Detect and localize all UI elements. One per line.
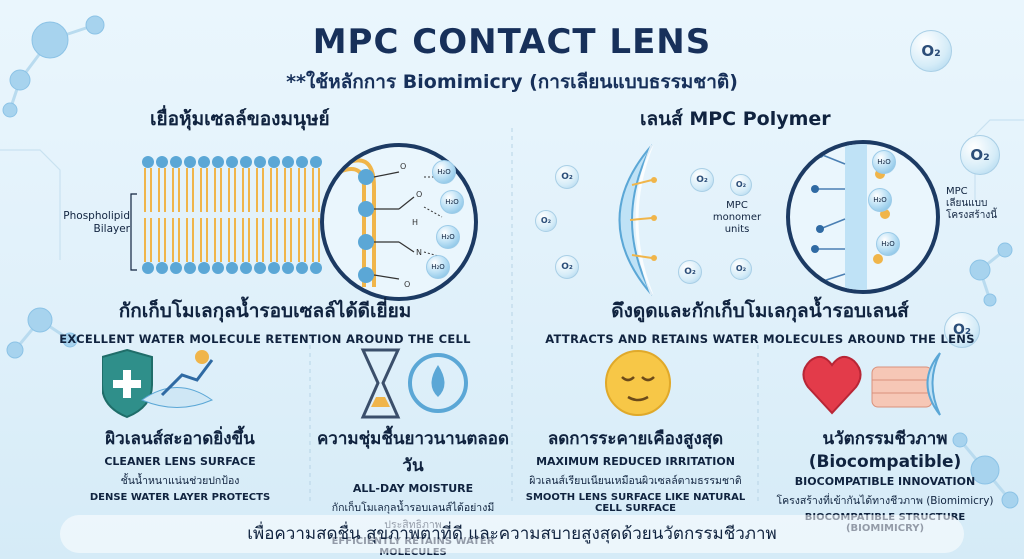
benefit-text: ผิวเลนส์สะอาดยิ่งขึ้น CLEANER LENS SURFA…	[60, 425, 300, 503]
polymer-surface-diagram	[811, 144, 890, 290]
lipid-head	[310, 156, 322, 168]
label-line: MPC	[726, 200, 748, 211]
right-caption-en: ATTRACTS AND RETAINS WATER MOLECULES ARO…	[545, 332, 975, 346]
lipid-head	[156, 156, 168, 168]
left-heading: เยื่อหุ้มเซลล์ของมนุษย์	[150, 108, 330, 130]
svg-text:O: O	[404, 280, 410, 289]
lipid-head	[282, 262, 294, 274]
benefit-title-en: CLEANER LENS SURFACE	[104, 455, 256, 468]
svg-text:N: N	[416, 248, 422, 257]
hourglass-water-icon	[360, 348, 468, 419]
lipid-head	[184, 156, 196, 168]
lipid-head	[184, 262, 196, 274]
lipid-head	[268, 262, 280, 274]
lipid-head	[310, 262, 322, 274]
lipid-head	[170, 156, 182, 168]
lipid-head	[170, 262, 182, 274]
water-molecule: H₂O	[876, 232, 900, 256]
label-line: Bilayer	[93, 223, 130, 235]
lipid-head	[226, 156, 238, 168]
lipid-head	[212, 262, 224, 274]
phospholipid-label: Phospholipid Bilayer	[40, 210, 130, 236]
o2-molecule: O₂	[730, 258, 752, 280]
contact-lens-illustration	[618, 144, 657, 296]
lipid-head	[254, 262, 266, 274]
benefit-text: ลดการระคายเคืองสูงสุด MAXIMUM REDUCED IR…	[518, 425, 753, 514]
lipid-head	[296, 156, 308, 168]
benefit-title-th: ความชุ่มชื้นยาวนานตลอดวัน	[316, 429, 510, 476]
o2-bubble: O₂	[910, 30, 952, 72]
o2-molecule: O₂	[555, 255, 579, 279]
label-line: MPC	[946, 186, 968, 197]
o2-bubble: O₂	[944, 312, 980, 348]
water-molecule: H₂O	[432, 160, 456, 184]
benefit-desc-th: ผิวเลนส์เรียบเนียนเหมือนผิวเซลล์ตามธรรมช…	[529, 475, 742, 487]
lipid-head	[142, 262, 154, 274]
left-caption-en: EXCELLENT WATER MOLECULE RETENTION AROUN…	[59, 332, 471, 346]
lipid-head	[268, 156, 280, 168]
lipid-head	[212, 156, 224, 168]
water-molecule: H₂O	[426, 255, 450, 279]
o2-molecule: O₂	[678, 260, 702, 284]
benefit-title-th: นวัตกรรมชีวภาพ (Biocompatible)	[808, 429, 962, 472]
benefit-desc-th: ชั้นน้ำหนาแน่นช่วยปกป้อง	[120, 475, 240, 487]
water-molecule: H₂O	[868, 188, 892, 212]
benefit-title-en: BIOCOMPATIBLE INNOVATION	[794, 475, 976, 488]
calm-face-icon	[605, 350, 671, 416]
water-molecule: H₂O	[872, 150, 896, 174]
label-line: units	[724, 224, 750, 235]
benefit-desc-th: โครงสร้างที่เข้ากันได้ทางชีวภาพ (Biomimi…	[776, 495, 994, 507]
lipid-head	[198, 156, 210, 168]
bracket	[130, 193, 137, 271]
heart-tissue-icon	[802, 352, 941, 416]
benefit-card: นวัตกรรมชีวภาพ (Biocompatible) BIOCOMPAT…	[765, 345, 1005, 534]
lipid-head	[226, 262, 238, 274]
lipid-head	[254, 156, 266, 168]
svg-text:O: O	[416, 190, 422, 199]
label-line: โครงสร้างนี้	[946, 210, 998, 221]
benefit-desc-en: SMOOTH LENS SURFACE LIKE NATURAL CELL SU…	[525, 492, 746, 514]
lipid-bilayer-diagram	[142, 156, 322, 274]
label-line: monomer	[712, 212, 762, 223]
o2-molecule: O₂	[535, 210, 557, 232]
lipid-head	[282, 156, 294, 168]
lipid-head	[296, 262, 308, 274]
mpc-mimic-label: MPC เลียนแบบ โครงสร้างนี้	[946, 186, 1016, 222]
left-caption-th: กักเก็บโมเลกุลน้ำรอบเซลล์ได้ดีเยี่ยม	[118, 300, 412, 322]
right-caption-th: ดึงดูดและกักเก็บโมเลกุลน้ำรอบเลนส์	[611, 300, 909, 322]
label-line: เลียนแบบ	[946, 198, 988, 209]
left-caption: กักเก็บโมเลกุลน้ำรอบเซลล์ได้ดีเยี่ยม EXC…	[30, 296, 500, 346]
lipid-head	[240, 262, 252, 274]
benefit-desc-en: DENSE WATER LAYER PROTECTS	[89, 492, 271, 503]
water-molecule: H₂O	[440, 190, 464, 214]
page-subtitle: **ใช้หลักการ Biomimicry (การเลียนแบบธรรม…	[286, 71, 738, 93]
lipid-head	[198, 262, 210, 274]
right-caption: ดึงดูดและกักเก็บโมเลกุลน้ำรอบเลนส์ ATTRA…	[520, 296, 1000, 346]
lipid-head	[156, 262, 168, 274]
benefit-title-th: ลดการระคายเคืองสูงสุด	[547, 429, 724, 449]
o2-bubble: O₂	[960, 135, 1000, 175]
label-line: Phospholipid	[63, 210, 130, 222]
water-molecule: H₂O	[436, 225, 460, 249]
benefit-title-en: ALL-DAY MOISTURE	[352, 482, 474, 495]
benefit-title-en: MAXIMUM REDUCED IRRITATION	[536, 455, 735, 468]
benefit-title-th: ผิวเลนส์สะอาดยิ่งขึ้น	[105, 429, 255, 449]
magnified-lens-surface	[786, 140, 940, 294]
shield-lens-icon	[102, 348, 214, 419]
page-title: MPC CONTACT LENS	[312, 22, 712, 62]
benefit-card: ความชุ่มชื้นยาวนานตลอดวัน ALL-DAY MOISTU…	[317, 345, 509, 558]
footer-banner: เพื่อความสดชื่น สุขภาพตาที่ดี และความสบา…	[60, 515, 964, 553]
o2-molecule: O₂	[730, 174, 752, 196]
lipid-head	[240, 156, 252, 168]
svg-text:O: O	[400, 162, 406, 171]
svg-text:H: H	[412, 218, 418, 227]
mpc-monomer-label: MPC monomer units	[702, 200, 772, 236]
benefit-card: ลดการระคายเคืองสูงสุด MAXIMUM REDUCED IR…	[518, 345, 753, 514]
right-heading: เลนส์ MPC Polymer	[640, 108, 831, 130]
benefit-card: ผิวเลนส์สะอาดยิ่งขึ้น CLEANER LENS SURFA…	[60, 345, 300, 505]
o2-molecule: O₂	[555, 165, 579, 189]
o2-molecule: O₂	[690, 168, 714, 192]
lipid-head	[142, 156, 154, 168]
